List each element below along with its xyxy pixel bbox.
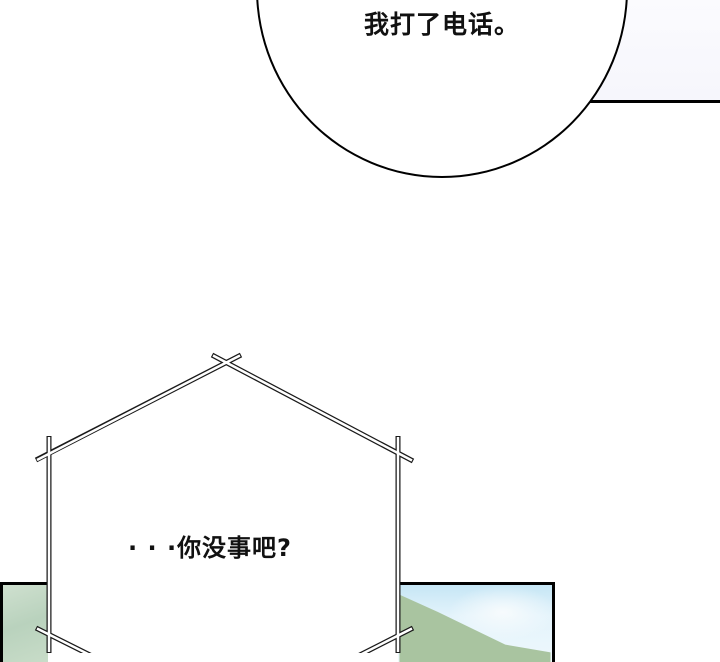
bottom-left-panel — [0, 582, 48, 662]
bottom-right-panel — [398, 582, 555, 662]
green-hill — [399, 594, 551, 662]
speech-bubble-round: 我打了电话。 — [256, 0, 628, 178]
speech-text-phone-call: 我打了电话。 — [363, 10, 520, 39]
speech-text-are-you-ok: · · ·你没事吧? — [128, 534, 292, 562]
